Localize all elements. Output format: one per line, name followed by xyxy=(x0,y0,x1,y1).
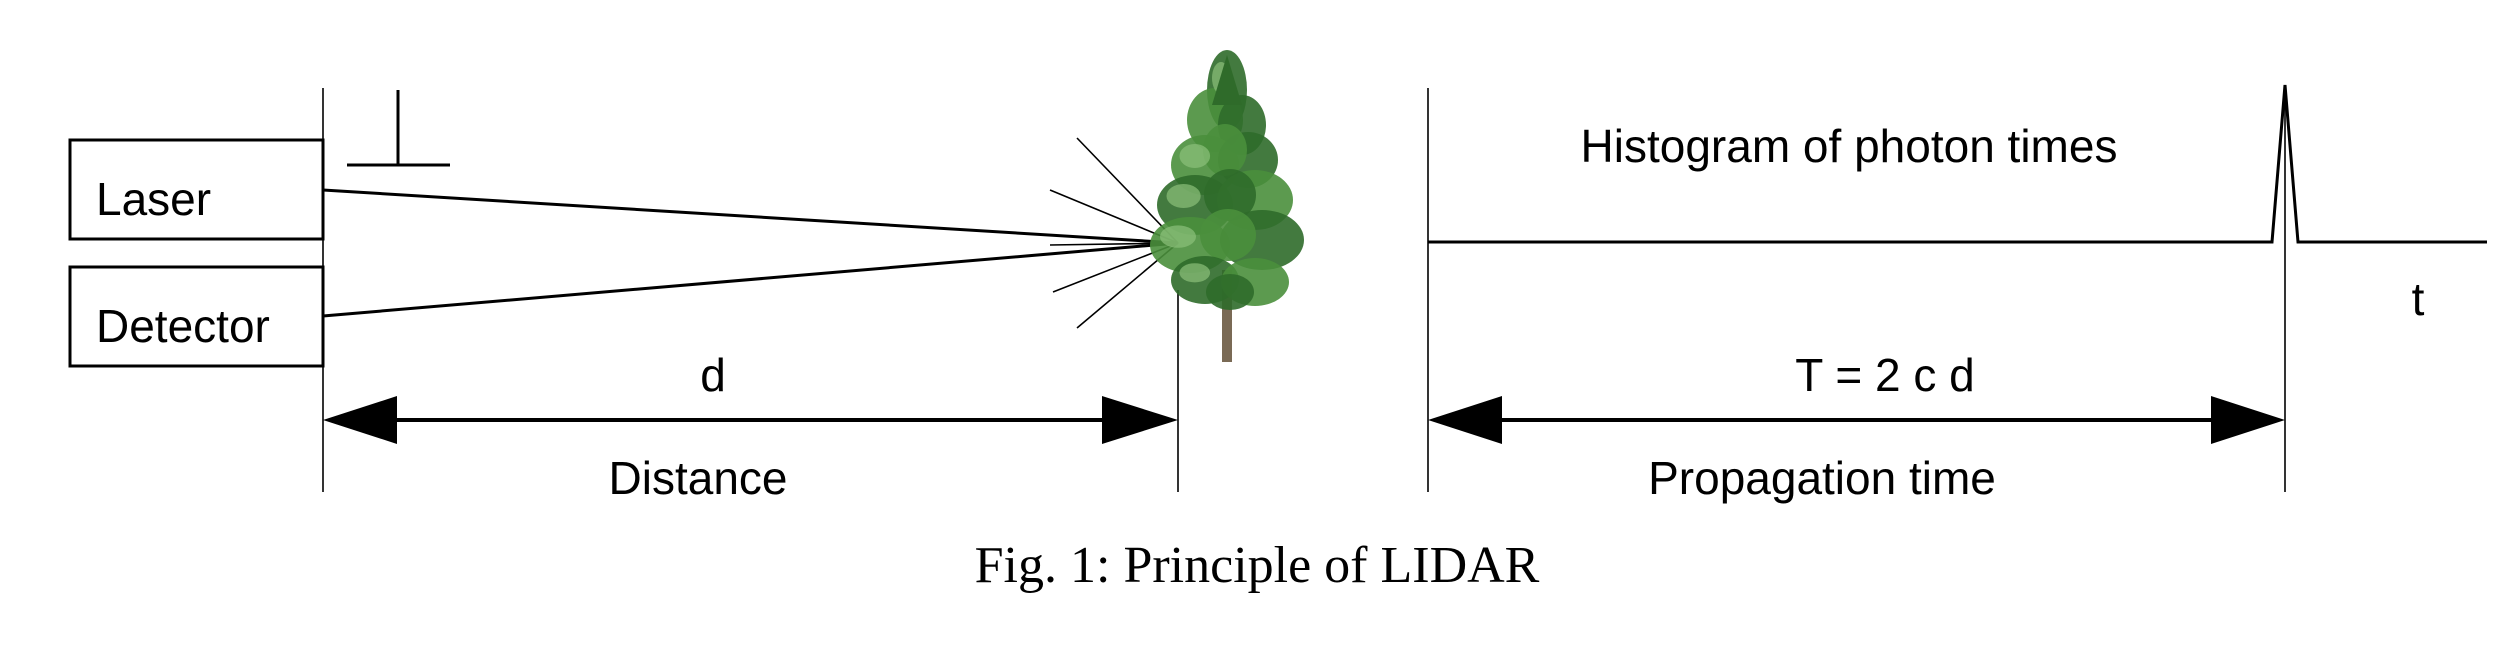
distance-symbol: d xyxy=(700,349,726,401)
tree-foliage-clump xyxy=(1206,274,1254,310)
tree-top xyxy=(1212,55,1242,105)
tree-foliage-highlight xyxy=(1179,263,1211,283)
tree-illustration xyxy=(1150,50,1304,492)
histogram-trace xyxy=(1428,84,2487,244)
tree-foliage-clump xyxy=(1203,124,1247,176)
laser-label: Laser xyxy=(96,173,211,225)
propagation-arrow xyxy=(1428,396,2285,444)
laser-pulse-symbol xyxy=(347,90,450,167)
distance-arrow xyxy=(323,396,1178,444)
tree-foliage-clump xyxy=(1200,209,1256,261)
return-beam xyxy=(322,241,1179,318)
time-formula: T = 2 c d xyxy=(1795,349,1974,401)
time-axis-label: t xyxy=(2412,273,2425,325)
tree-foliage-clump xyxy=(1204,169,1256,221)
tree-foliage-highlight xyxy=(1179,144,1211,168)
tree-foliage-highlight xyxy=(1160,225,1196,248)
tree-foliage-highlight xyxy=(1166,184,1201,208)
outgoing-beam xyxy=(322,188,1179,245)
detector-label: Detector xyxy=(96,300,270,352)
figure-caption: Fig. 1: Principle of LIDAR xyxy=(975,537,1540,594)
propagation-label: Propagation time xyxy=(1648,452,1996,504)
distance-label: Distance xyxy=(609,452,788,504)
histogram-title: Histogram of photon times xyxy=(1581,120,2118,172)
